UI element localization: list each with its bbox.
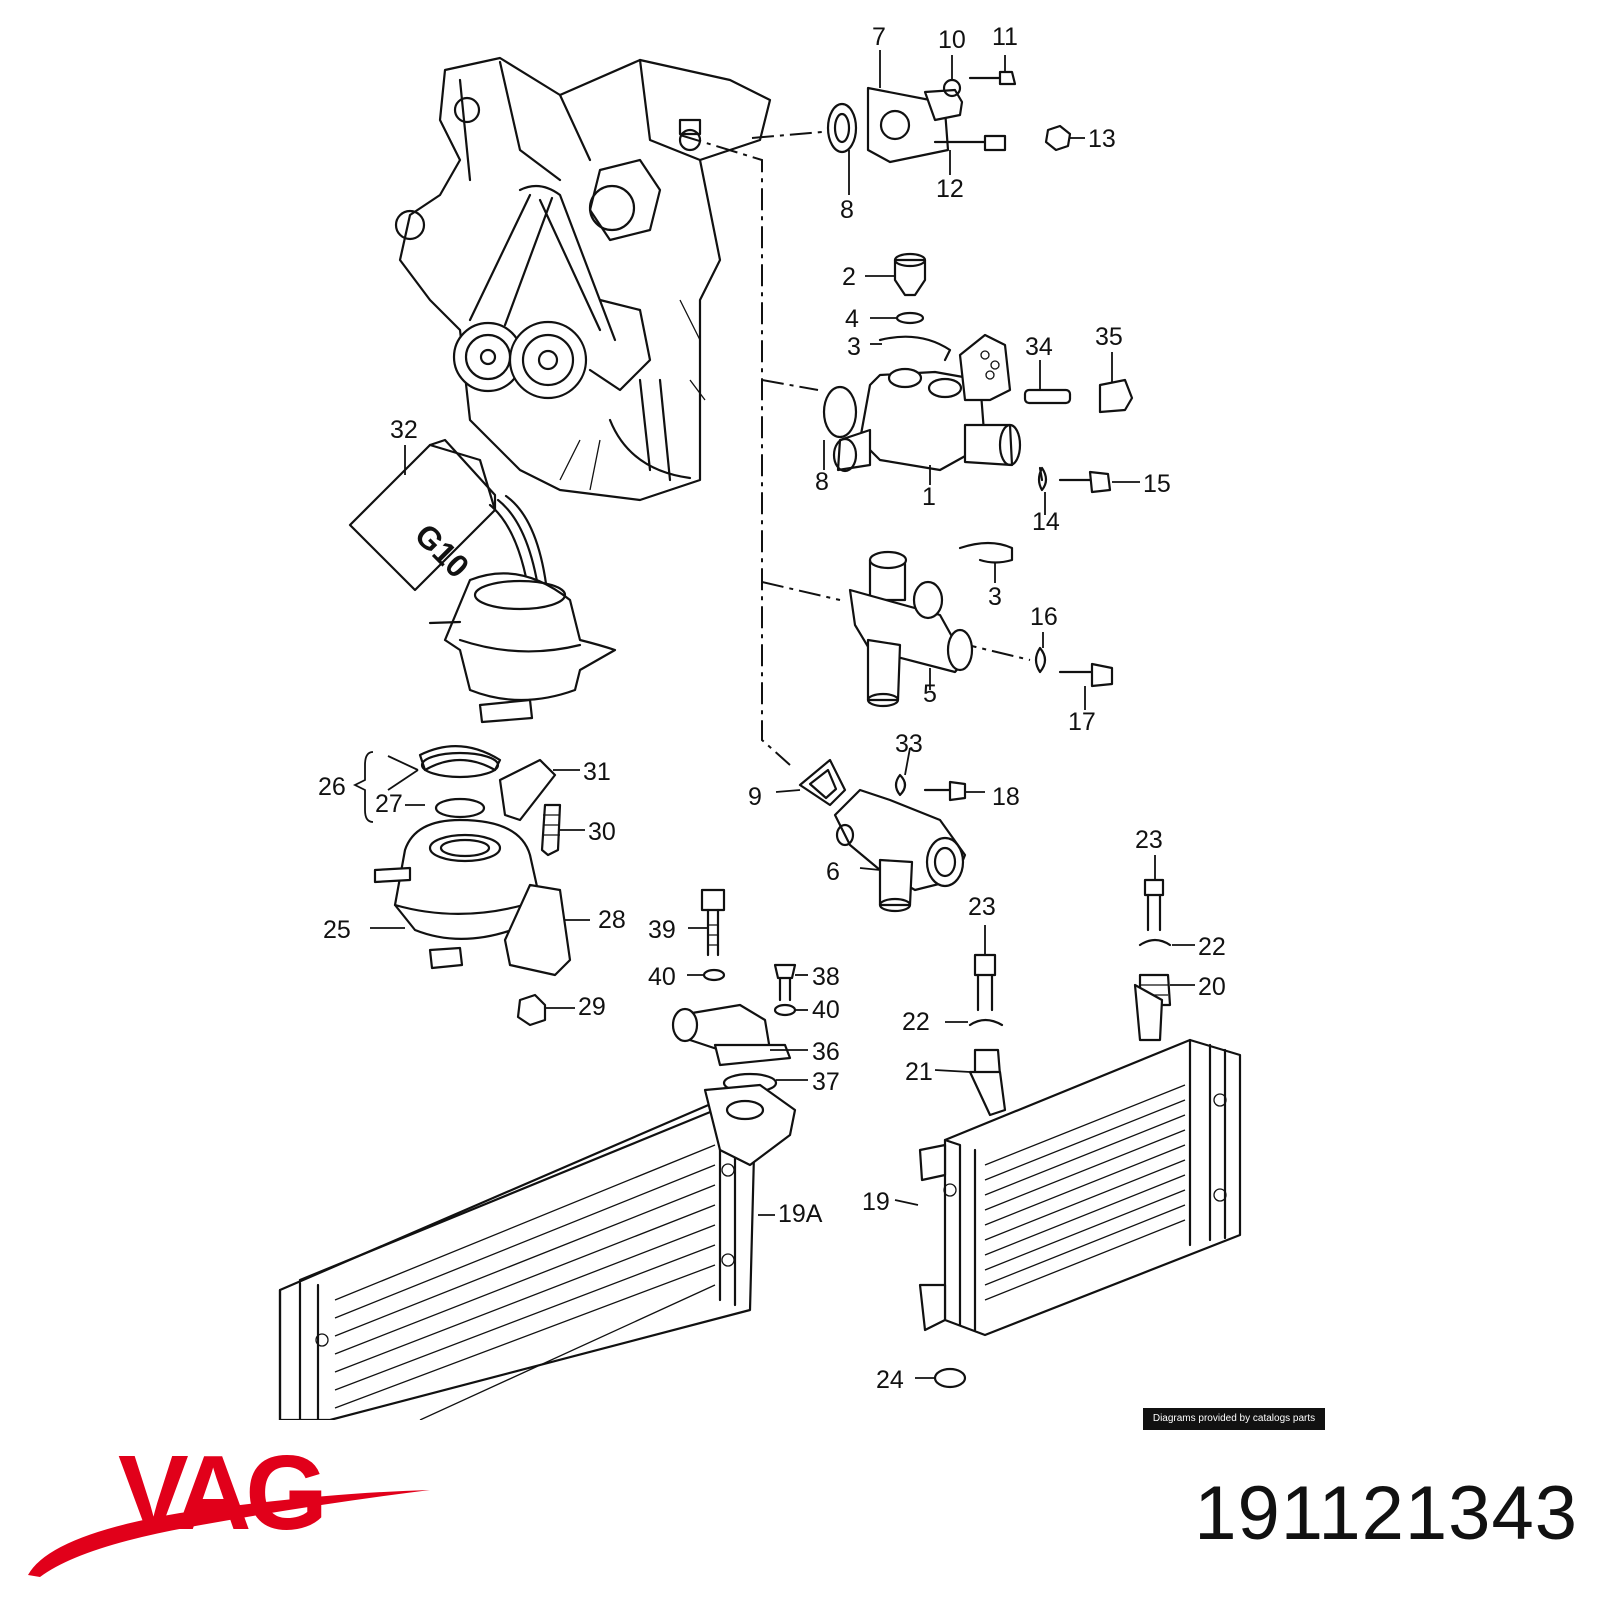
callout-8a: 8: [840, 196, 854, 224]
leader-lines: [352, 50, 1195, 1379]
callout-1: 1: [922, 483, 936, 511]
callout-5: 5: [923, 680, 937, 708]
callout-3a: 3: [847, 333, 861, 361]
callout-13: 13: [1088, 125, 1116, 153]
callout-2: 2: [842, 263, 856, 291]
callout-38: 38: [812, 963, 840, 991]
callout-29: 29: [578, 993, 606, 1021]
radiator-mount-parts: [968, 878, 1172, 1117]
thermostat-housing-1: [822, 252, 1134, 494]
callout-36: 36: [812, 1038, 840, 1066]
callout-23a: 23: [968, 893, 996, 921]
callout-25: 25: [323, 916, 351, 944]
callout-16: 16: [1030, 603, 1058, 631]
coolant-flange-5: [848, 541, 1114, 708]
callout-26: 26: [318, 773, 346, 801]
radiator-19a: [278, 1083, 797, 1420]
cooling-system-exploded-diagram: G10: [278, 23, 1242, 1420]
callout-4: 4: [845, 305, 859, 333]
callout-34: 34: [1025, 333, 1053, 361]
callout-17: 17: [1068, 708, 1096, 736]
callout-28: 28: [598, 906, 626, 934]
callout-18: 18: [992, 783, 1020, 811]
callout-6: 6: [826, 858, 840, 886]
callout-30: 30: [588, 818, 616, 846]
engine-block: [394, 56, 772, 502]
radiator-19: [918, 1038, 1242, 1389]
callout-32: 32: [390, 416, 418, 444]
callout-31: 31: [583, 758, 611, 786]
callout-9: 9: [748, 783, 762, 811]
callout-33: 33: [895, 730, 923, 758]
vag-logo-swoosh: [28, 1490, 430, 1577]
part-number: 191121343: [1194, 1471, 1578, 1556]
coolant-flange-6: [798, 758, 967, 913]
callout-labels: 7 10 11 8 12 13 2 4 3 34 35 8 1 15 14 3 …: [318, 23, 1226, 1394]
callout-22b: 22: [1198, 933, 1226, 961]
callout-40a: 40: [648, 963, 676, 991]
callout-7: 7: [872, 23, 886, 51]
expansion-tank-25: [373, 745, 572, 1027]
callout-3b: 3: [988, 583, 1002, 611]
callout-19: 19: [862, 1188, 890, 1216]
coolant-can: G10: [348, 438, 617, 724]
callout-35: 35: [1095, 323, 1123, 351]
callout-21: 21: [905, 1058, 933, 1086]
callout-39: 39: [648, 916, 676, 944]
diagram-credit-badge: Diagrams provided by catalogs parts: [1143, 1408, 1325, 1430]
callout-24: 24: [876, 1366, 904, 1394]
callout-14: 14: [1032, 508, 1060, 536]
callout-23b: 23: [1135, 826, 1163, 854]
callout-20: 20: [1198, 973, 1226, 1001]
callout-27: 27: [375, 790, 403, 818]
brand-logo-text: VAG: [118, 1434, 328, 1552]
callout-37: 37: [812, 1068, 840, 1096]
callout-22a: 22: [902, 1008, 930, 1036]
callout-40b: 40: [812, 996, 840, 1024]
coolant-hose-36: [671, 888, 797, 1094]
callout-12: 12: [936, 175, 964, 203]
callout-10: 10: [938, 26, 966, 54]
callout-8b: 8: [815, 468, 829, 496]
callout-11: 11: [992, 23, 1018, 51]
callout-19a: 19A: [778, 1200, 823, 1228]
coolant-flange-7: [826, 70, 1072, 164]
callout-15: 15: [1143, 470, 1171, 498]
